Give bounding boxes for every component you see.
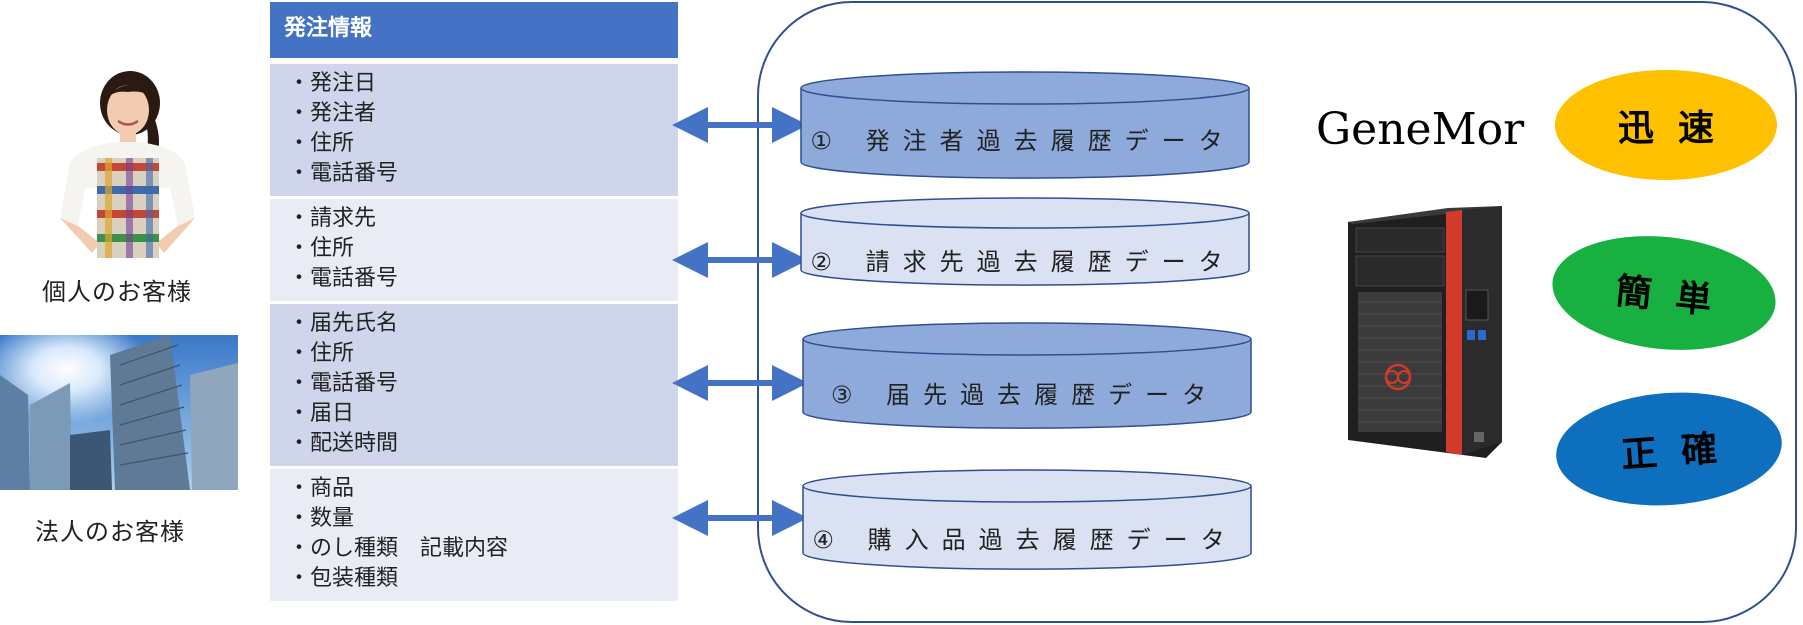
individual-customer-photo: [30, 68, 220, 258]
database-cylinder-4: [802, 469, 1252, 570]
order-field: 数量: [288, 504, 660, 534]
order-section-orderer: 発注日 発注者 住所 電話番号: [270, 64, 678, 196]
database-label-billing: ② 請求先過去履歴データ: [810, 248, 1236, 276]
order-section-delivery: 届先氏名 住所 電話番号 届日 配送時間: [270, 304, 678, 466]
order-field: 住所: [288, 234, 660, 264]
database-cylinder-3: [802, 322, 1252, 429]
order-info-title: 発注情報: [270, 2, 678, 58]
order-field: 包装種類: [288, 564, 660, 594]
order-field: 電話番号: [288, 264, 660, 294]
order-field: 発注日: [288, 69, 660, 99]
database-cylinder-2: [800, 197, 1250, 286]
order-field: 電話番号: [288, 369, 660, 399]
corporate-customer-photo: [0, 335, 238, 490]
corporate-customer-label: 法人のお客様: [35, 518, 185, 546]
order-field: 請求先: [288, 204, 660, 234]
order-field: 商品: [288, 474, 660, 504]
database-label-delivery: ③ 届先過去履歴データ: [830, 381, 1220, 409]
system-name: GeneMor: [1316, 104, 1525, 155]
database-cylinder-1: [800, 71, 1250, 179]
order-section-billing: 請求先 住所 電話番号: [270, 199, 678, 301]
arrows: [672, 107, 808, 536]
database-label-products: ④ 購入品過去履歴データ: [812, 526, 1238, 554]
order-field: 電話番号: [288, 159, 660, 189]
order-field: 配送時間: [288, 429, 660, 459]
order-field: 届先氏名: [288, 309, 660, 339]
order-field: 届日: [288, 399, 660, 429]
order-section-products: 商品 数量 のし種類 記載内容 包装種類: [270, 469, 678, 601]
order-field: 住所: [288, 129, 660, 159]
order-field: 発注者: [288, 99, 660, 129]
order-field: 住所: [288, 339, 660, 369]
database-label-orderer: ① 発注者過去履歴データ: [810, 127, 1236, 155]
badge-speed: 迅速: [1555, 70, 1777, 180]
individual-customer-label: 個人のお客様: [42, 278, 192, 306]
order-field: のし種類 記載内容: [288, 534, 660, 564]
tower-server-icon: [1348, 206, 1502, 458]
